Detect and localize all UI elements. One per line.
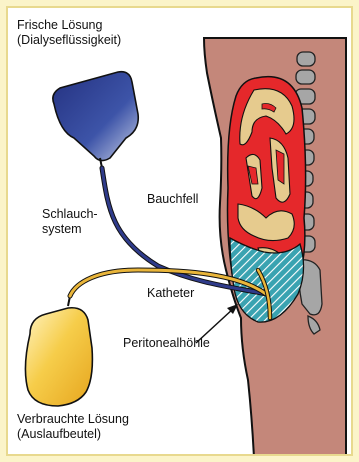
used-solution-line-1: Verbrauchte Lösung: [17, 412, 129, 427]
fresh-solution-bag: [53, 72, 138, 161]
peritoneum-label: Bauchfell: [147, 192, 198, 207]
catheter-label: Katheter: [147, 286, 194, 301]
peritoneal-cavity-label: Peritonealhöhle: [123, 336, 210, 351]
used-solution-bag: [25, 308, 92, 406]
tube-system-label: Schlauch- system: [42, 207, 98, 237]
fresh-solution-line-1: Frische Lösung: [17, 18, 121, 33]
diagram-frame: Frische Lösung (Dialyseflüssigkeit) Schl…: [6, 6, 353, 456]
used-solution-line-2: (Auslaufbeutel): [17, 427, 129, 442]
tube-system-line-2: system: [42, 222, 98, 237]
tube-system-line-1: Schlauch-: [42, 207, 98, 222]
fresh-solution-line-2: (Dialyseflüssigkeit): [17, 33, 121, 48]
fresh-solution-label: Frische Lösung (Dialyseflüssigkeit): [17, 18, 121, 48]
used-solution-label: Verbrauchte Lösung (Auslaufbeutel): [17, 412, 129, 442]
